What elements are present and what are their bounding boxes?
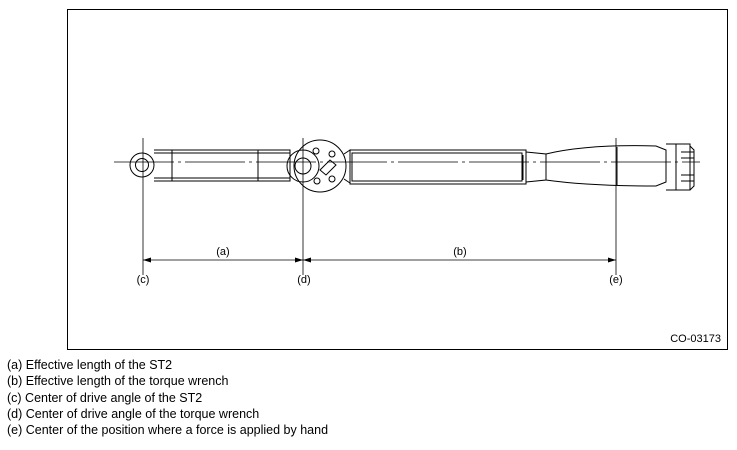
figure-frame: (a) (b) (c) (d) (e) CO-03173 xyxy=(67,9,728,350)
dimension-label-a: (a) xyxy=(216,246,229,258)
legend-item-d: (d) Center of drive angle of the torque … xyxy=(7,406,260,421)
arrowhead-a-right xyxy=(295,257,303,263)
torque-wrench xyxy=(286,139,695,193)
point-label-e: (e) xyxy=(609,274,622,286)
legend-item-e: (e) Center of the position where a force… xyxy=(7,423,329,438)
arrowhead-b-right xyxy=(608,257,616,263)
legend: (a) Effective length of the ST2 (b) Effe… xyxy=(7,357,328,438)
figure-code: CO-03173 xyxy=(670,333,721,345)
point-label-d: (d) xyxy=(297,274,310,286)
wrench-diagram: (a) (b) (c) (d) (e) xyxy=(114,138,700,286)
arrowhead-b-left xyxy=(303,257,311,263)
legend-item-a: (a) Effective length of the ST2 xyxy=(7,358,173,372)
legend-item-c: (c) Center of drive angle of the ST2 xyxy=(7,390,203,405)
arrowhead-a-left xyxy=(143,257,151,263)
legend-item-b: (b) Effective length of the torque wrenc… xyxy=(7,374,229,389)
dimension-label-b: (b) xyxy=(453,246,466,258)
point-label-c: (c) xyxy=(137,274,150,286)
st2-tool xyxy=(129,149,291,182)
